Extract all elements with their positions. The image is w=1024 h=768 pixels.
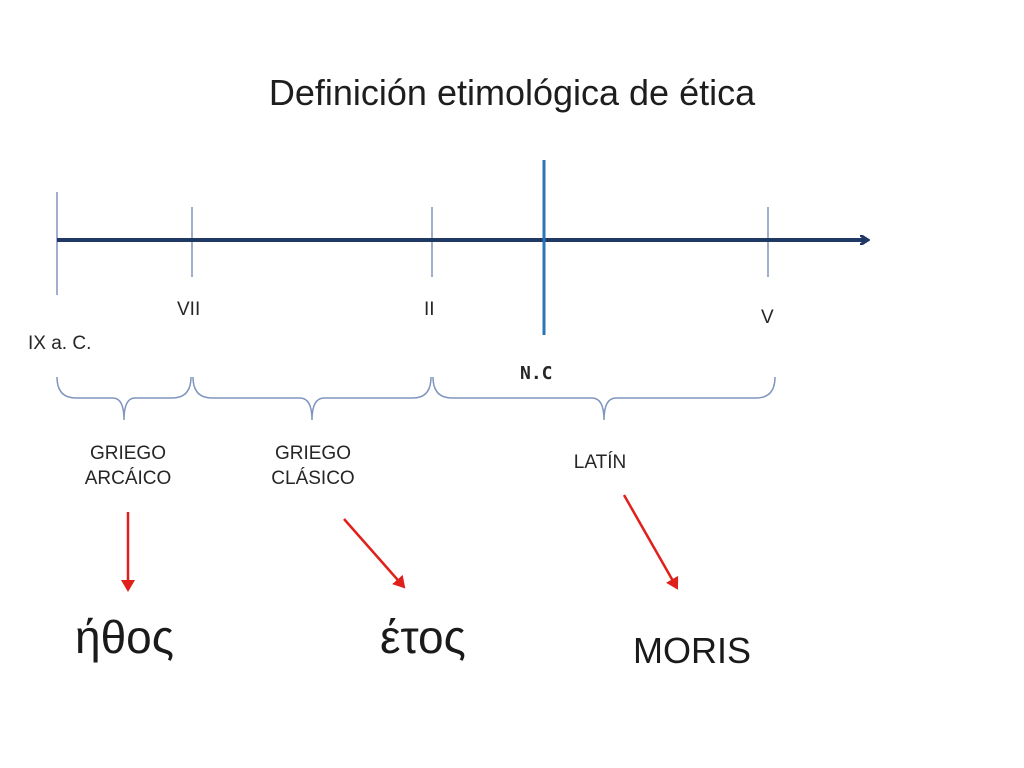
marker-label-ii: II bbox=[424, 299, 435, 320]
marker-label-ix: IX a. C. bbox=[28, 333, 92, 354]
period-label-griego-clasico: GRIEGO CLÁSICO bbox=[243, 441, 383, 491]
page-title: Definición etimológica de ética bbox=[268, 72, 756, 113]
word-moris: MORIS bbox=[633, 630, 752, 671]
brace-latin bbox=[432, 376, 776, 421]
period-label-line: GRIEGO bbox=[89, 443, 166, 464]
period-label-line: GRIEGO bbox=[274, 443, 351, 464]
marker-label-v: V bbox=[761, 307, 774, 328]
period-label-latin: LATÍN bbox=[545, 450, 655, 475]
period-label-griego-arcaico: GRIEGO ARCÁICO bbox=[58, 441, 198, 491]
word-ethos: ήθος bbox=[75, 611, 174, 663]
period-label-line: LATÍN bbox=[573, 452, 627, 473]
period-label-line: ARCÁICO bbox=[84, 468, 172, 489]
arrow-clasico-to-etos bbox=[343, 518, 406, 589]
brace-griego-clasico bbox=[192, 376, 432, 421]
marker-label-nc: N.C bbox=[520, 363, 553, 384]
arrow-latin-to-moris bbox=[622, 494, 679, 590]
brace-griego-arcaico bbox=[56, 376, 192, 421]
marker-label-vii: VII bbox=[177, 299, 201, 320]
period-label-line: CLÁSICO bbox=[271, 468, 355, 489]
word-etos: έτος bbox=[380, 611, 466, 663]
